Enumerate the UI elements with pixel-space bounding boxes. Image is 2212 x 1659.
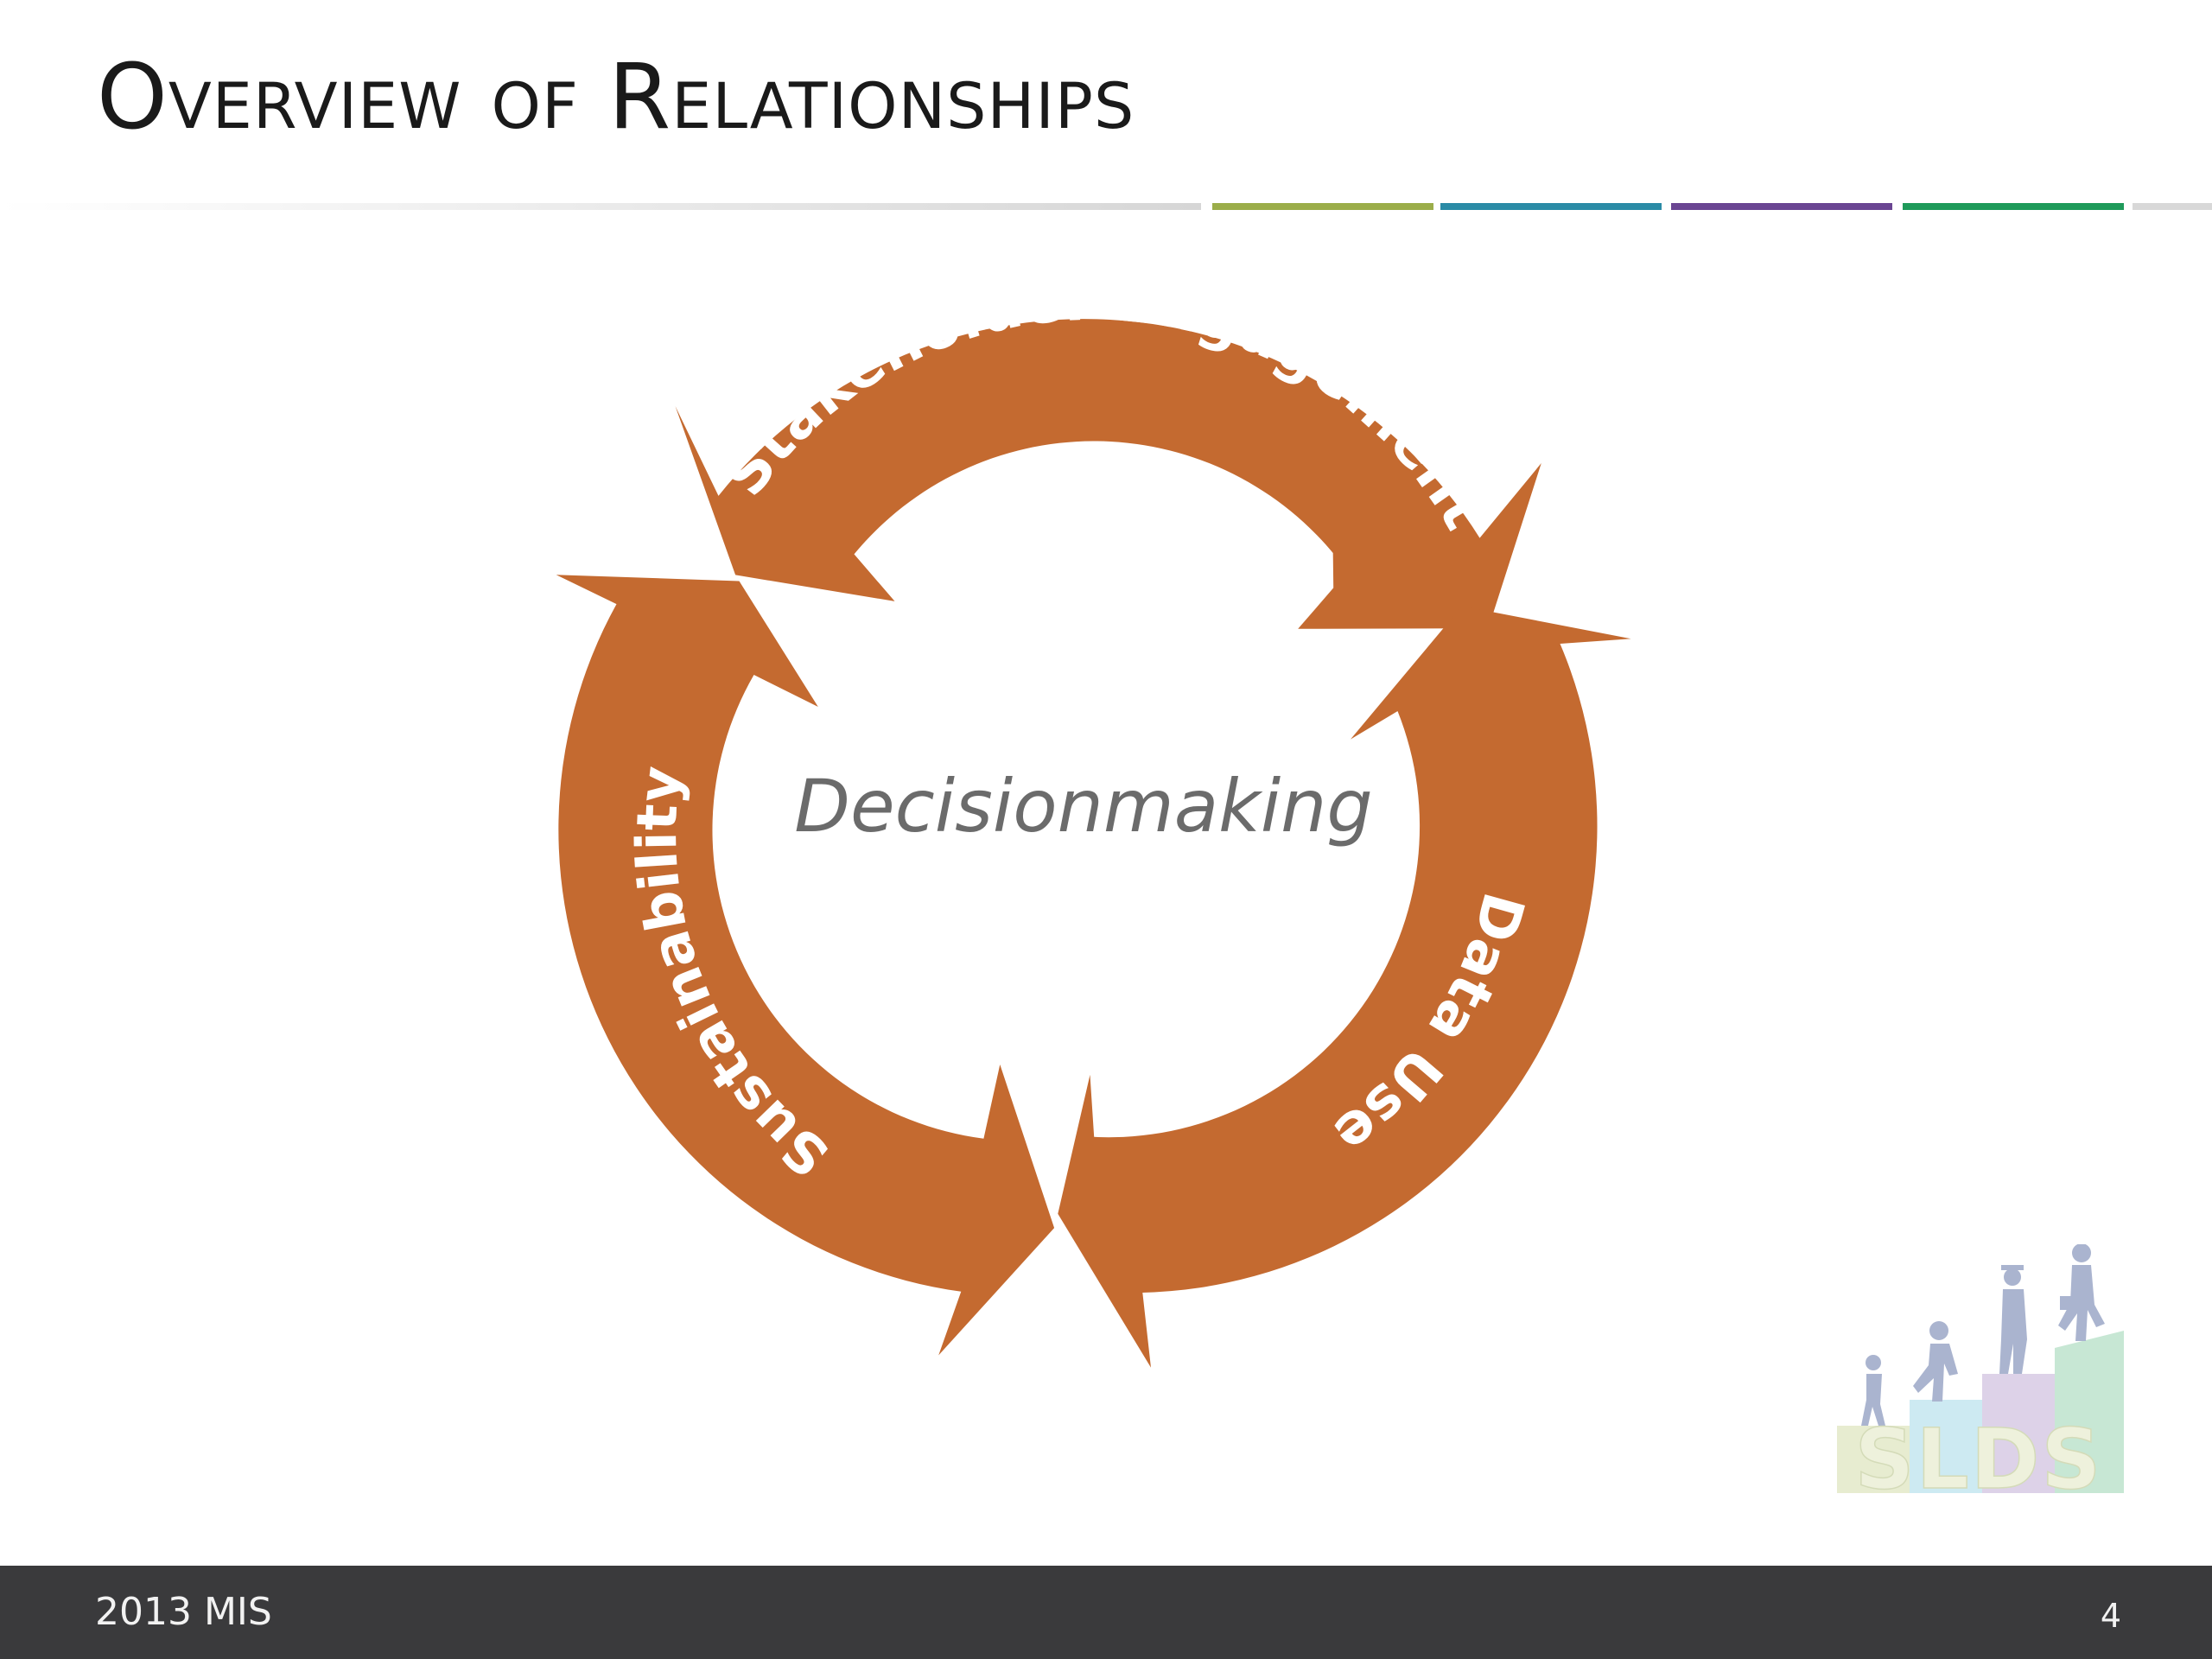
divider-segment (2133, 203, 2212, 210)
center-label: Decisionmaking (794, 764, 1372, 849)
footer-bar: 2013 MIS 4 (0, 1566, 2212, 1659)
divider-segment (1903, 203, 2124, 210)
steps-graphic (1837, 1331, 2124, 1493)
logo-text: SLDS (1854, 1411, 2102, 1503)
divider-gradient (0, 203, 1201, 210)
footer-event-label: 2013 MIS (95, 1590, 272, 1634)
arrow-stakeholder-engagement (675, 319, 1541, 629)
divider-segment (1440, 203, 1662, 210)
divider-segment (1671, 203, 1892, 210)
divider-segment (1212, 203, 1433, 210)
slide-title: Overview of Relationships (97, 44, 1135, 149)
slds-logo: SLDS (1837, 1244, 2124, 1503)
cycle-arrows (556, 319, 1631, 1368)
arrow-data-use (1058, 606, 1631, 1368)
page-number: 4 (2100, 1597, 2121, 1635)
arrow-sustainability (556, 575, 1055, 1356)
students-climbing-icon (1861, 1244, 2105, 1426)
title-divider (0, 203, 2212, 210)
